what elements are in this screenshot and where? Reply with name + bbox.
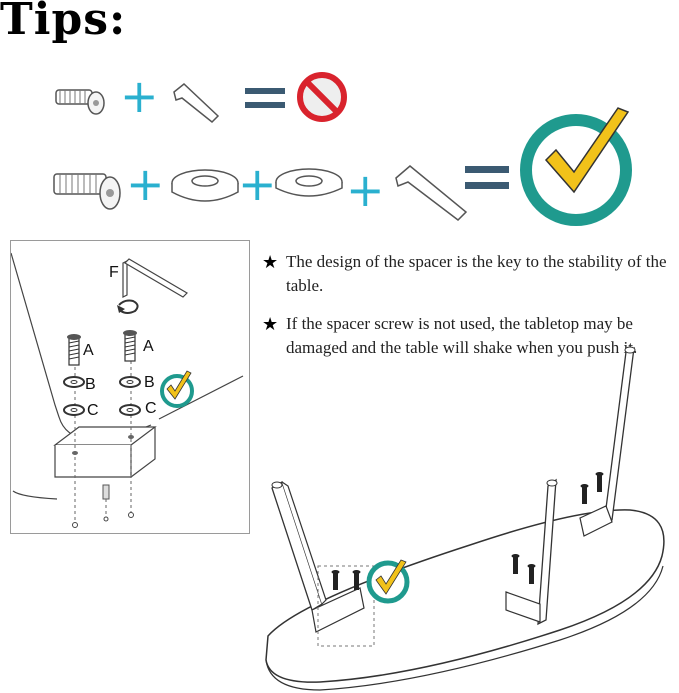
assembly-detail-panel: F A B C A B bbox=[10, 240, 250, 534]
tabletop bbox=[265, 509, 665, 691]
label-a-right: A bbox=[143, 338, 154, 355]
label-f: F bbox=[109, 264, 119, 281]
leg-bracket bbox=[53, 426, 157, 478]
spring-washer-icon bbox=[171, 169, 239, 202]
assembly-detail-drawing: F A B C A B bbox=[10, 252, 244, 528]
label-a-left: A bbox=[83, 342, 94, 359]
page-title: Tips: bbox=[0, 0, 127, 45]
star-icon: ★ bbox=[262, 314, 279, 334]
star-icon: ★ bbox=[262, 252, 279, 272]
note-item: ★ If the spacer screw is not used, the t… bbox=[262, 312, 656, 360]
screw-icon bbox=[55, 89, 105, 115]
hex-key-icon bbox=[173, 83, 220, 124]
highlight-box bbox=[317, 565, 375, 647]
table-leg-middle bbox=[505, 478, 558, 626]
note-item: ★ The design of the spacer is the key to… bbox=[262, 250, 672, 298]
prohibited-icon bbox=[297, 72, 347, 122]
washer-c-left bbox=[63, 404, 85, 416]
label-b-right: B bbox=[144, 374, 155, 391]
plus-sign: + bbox=[120, 69, 159, 123]
table-leg-left bbox=[271, 481, 365, 633]
equals-sign bbox=[245, 88, 285, 108]
check-icon bbox=[366, 559, 410, 604]
check-icon bbox=[160, 370, 194, 408]
table-leg-right bbox=[579, 346, 636, 537]
note-text: The design of the spacer is the key to t… bbox=[286, 252, 667, 295]
plus-sign: + bbox=[238, 157, 277, 211]
screw-a-right bbox=[123, 330, 137, 362]
hex-key-icon bbox=[395, 165, 468, 221]
equals-sign bbox=[465, 166, 509, 189]
washer-c-right bbox=[119, 404, 141, 416]
flat-washer-icon bbox=[275, 168, 343, 197]
label-b-left: B bbox=[85, 376, 96, 393]
label-c-right: C bbox=[145, 400, 157, 417]
tips-notes: ★ The design of the spacer is the key to… bbox=[262, 250, 672, 374]
plus-sign: + bbox=[346, 163, 385, 217]
hex-key-icon bbox=[122, 258, 188, 298]
threaded-bolt bbox=[102, 484, 110, 500]
screw-a-left bbox=[67, 334, 81, 366]
hardware-equation-diagram: + + + + bbox=[53, 69, 632, 226]
screw-icon bbox=[53, 173, 121, 210]
rotate-arrow-icon bbox=[117, 299, 139, 314]
check-icon bbox=[520, 107, 632, 226]
label-c-left: C bbox=[87, 402, 99, 419]
screws bbox=[331, 472, 604, 590]
washer-b-left bbox=[63, 376, 85, 388]
washer-b-right bbox=[119, 376, 141, 388]
plus-sign: + bbox=[126, 157, 165, 211]
note-text: If the spacer screw is not used, the tab… bbox=[286, 314, 638, 357]
